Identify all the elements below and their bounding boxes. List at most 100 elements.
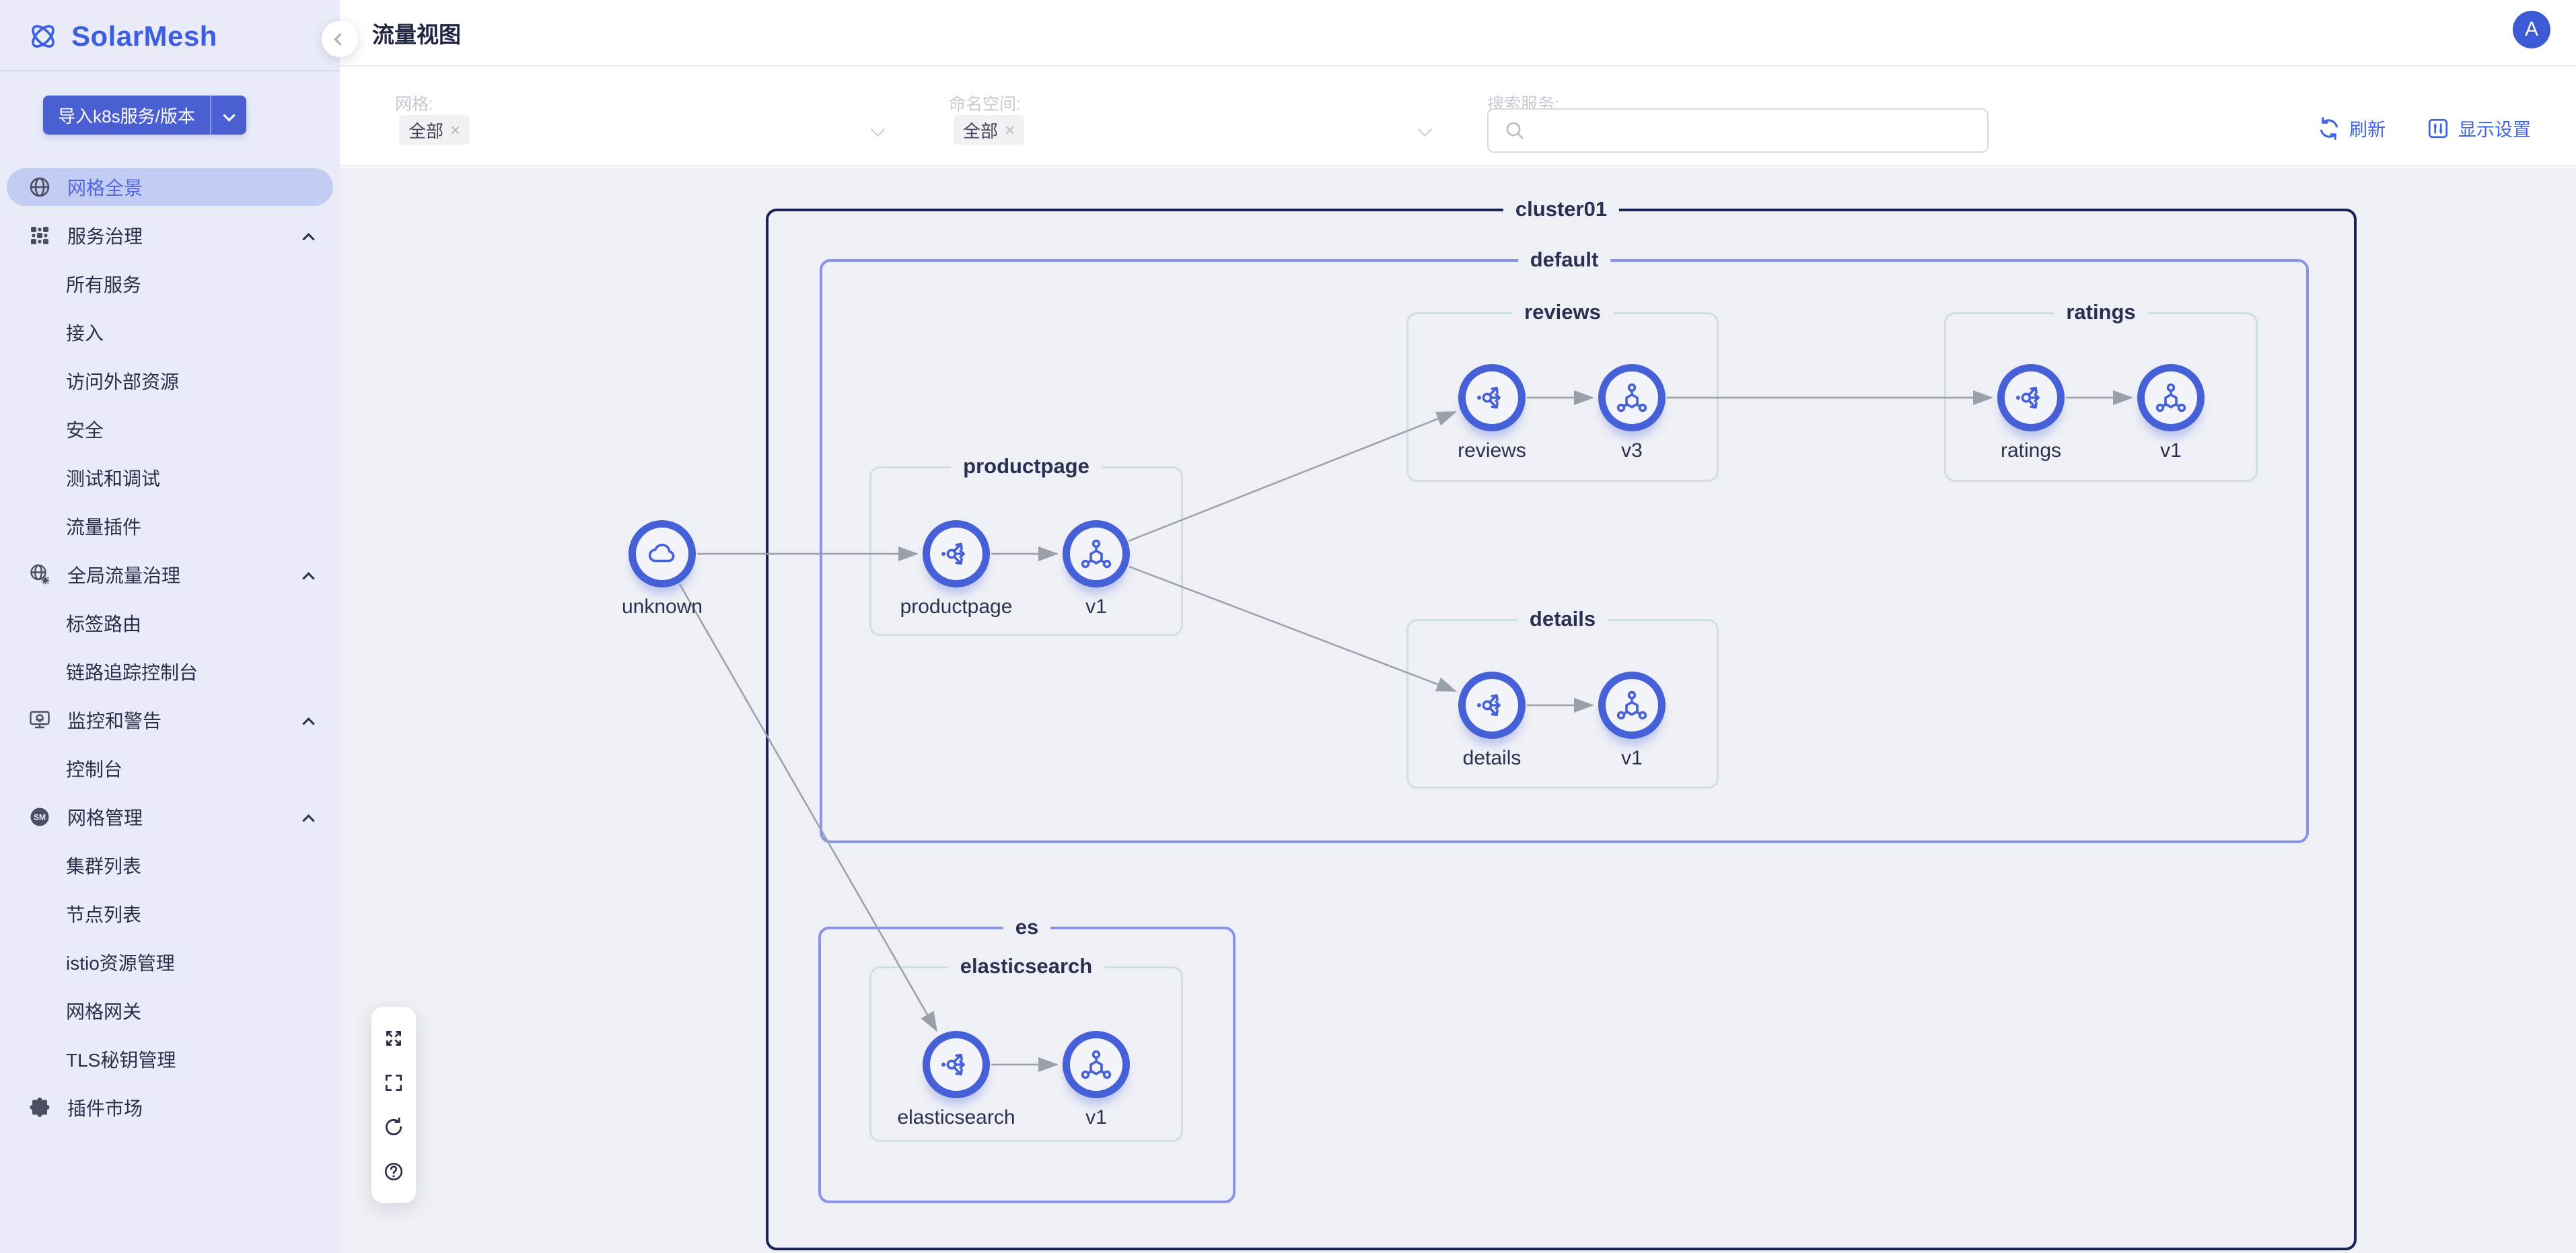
graph-node-productpage-v1[interactable]: v1 — [1063, 520, 1130, 618]
graph-node-elasticsearch[interactable]: elasticsearch — [897, 1031, 1015, 1129]
route-icon — [1477, 694, 1501, 717]
sidebar: SolarMesh 导入k8s服务/版本 网格全景 服务治理 所有服务 接入 访… — [0, 0, 340, 1253]
sidebar-item-plugin-market[interactable]: 插件市场 — [0, 1083, 340, 1132]
chevron-down-icon[interactable] — [211, 108, 246, 122]
workload-icon — [1081, 1050, 1112, 1079]
sidebar-item-external-resources[interactable]: 访问外部资源 — [66, 371, 180, 392]
fullscreen-icon — [385, 1074, 402, 1091]
graph-node-label: v1 — [2160, 439, 2182, 462]
graph-node-productpage[interactable]: productpage — [900, 520, 1012, 618]
close-icon[interactable]: × — [1005, 120, 1015, 140]
route-icon — [1477, 386, 1501, 409]
display-settings-button[interactable]: 显示设置 — [2426, 115, 2531, 141]
sidebar-item-monitoring-alerts[interactable]: 监控和警告 — [0, 696, 340, 744]
graph-box-productpage[interactable]: productpage — [869, 454, 1183, 636]
sidebar-item-global-traffic[interactable]: 全局流量治理 — [0, 550, 340, 599]
graph-box-ratings[interactable]: ratings — [1944, 300, 2258, 482]
topbar: 流量视图 A — [340, 0, 2576, 67]
route-icon — [941, 542, 965, 565]
graph-node-label: ratings — [2000, 439, 2062, 462]
graph-box-es[interactable]: es — [818, 915, 1236, 1203]
sidebar-item-istio-resources[interactable]: istio资源管理 — [66, 953, 175, 974]
graph-node-details[interactable]: details — [1458, 672, 1526, 769]
sidebar-menu: 网格全景 服务治理 所有服务 接入 访问外部资源 安全 测试和调试 流量插件 全… — [0, 163, 340, 1132]
filter-bar: 网格: 全部 × 命名空间: 全部 × 搜索服务: 刷新 显示设置 — [340, 68, 2576, 166]
logo: SolarMesh — [27, 20, 217, 52]
sidebar-item-mesh-overview[interactable]: 网格全景 — [7, 168, 333, 206]
workload-icon — [1616, 690, 1647, 720]
sidebar-item-tls-keys[interactable]: TLS秘钥管理 — [66, 1050, 176, 1071]
sidebar-item-service-governance[interactable]: 服务治理 — [0, 211, 340, 260]
sidebar-item-mesh-management[interactable]: SM 网格管理 — [0, 793, 340, 841]
graph-box-default[interactable]: default — [820, 248, 2309, 843]
graph-node-ratings-v1[interactable]: v1 — [2137, 364, 2205, 462]
chevron-up-icon — [302, 225, 315, 246]
graph-node-label: details — [1462, 747, 1522, 769]
globe-icon — [28, 176, 51, 199]
sidebar-item-security[interactable]: 安全 — [66, 420, 104, 441]
sidebar-item-console[interactable]: 控制台 — [66, 759, 123, 780]
graph-node-label: productpage — [900, 596, 1013, 618]
graph-node-reviews-v3[interactable]: v3 — [1598, 364, 1666, 462]
zoom-fit-button[interactable] — [380, 1025, 407, 1052]
sidebar-item-test-debug[interactable]: 测试和调试 — [66, 468, 161, 489]
refresh-icon — [385, 1117, 402, 1136]
graph-box-label: productpage — [951, 454, 1102, 479]
expand-arrows-icon — [386, 1031, 401, 1046]
sidebar-item-cluster-list[interactable]: 集群列表 — [66, 856, 142, 877]
monitor-alert-icon — [28, 709, 51, 731]
graph-box-label: ratings — [2054, 300, 2148, 325]
sm-badge-icon: SM — [28, 806, 51, 828]
graph-box-cluster01[interactable]: cluster01 — [766, 197, 2357, 1250]
mesh-filter-tag[interactable]: 全部 × — [399, 115, 470, 145]
graph-node-reviews[interactable]: reviews — [1458, 364, 1526, 462]
fullscreen-button[interactable] — [380, 1069, 407, 1096]
graph-node-label: unknown — [621, 596, 703, 618]
chevron-up-icon — [302, 564, 315, 585]
sidebar-item-all-services[interactable]: 所有服务 — [66, 275, 142, 295]
route-icon — [2016, 386, 2040, 409]
svg-text:SM: SM — [34, 813, 46, 822]
graph-box-label: es — [1003, 915, 1051, 940]
collapse-sidebar-button[interactable] — [322, 21, 358, 57]
avatar[interactable]: A — [2513, 11, 2550, 48]
chevron-up-icon — [302, 806, 315, 828]
sidebar-item-label-routing[interactable]: 标签路由 — [66, 614, 142, 635]
chevron-down-icon[interactable] — [1417, 122, 1433, 138]
chevron-down-icon[interactable] — [870, 122, 886, 138]
sidebar-item-traffic-plugin[interactable]: 流量插件 — [66, 517, 142, 538]
import-k8s-button[interactable]: 导入k8s服务/版本 — [43, 96, 246, 135]
graph-box-reviews[interactable]: reviews — [1406, 300, 1719, 482]
sidebar-item-label: 网格全景 — [67, 178, 143, 199]
cloud-icon — [648, 543, 675, 563]
namespace-filter-tag[interactable]: 全部 × — [954, 115, 1025, 145]
graph-node-details-v1[interactable]: v1 — [1598, 672, 1666, 769]
close-icon[interactable]: × — [450, 120, 461, 140]
graph-node-elasticsearch-v1[interactable]: v1 — [1063, 1031, 1130, 1129]
graph-box-details[interactable]: details — [1406, 607, 1719, 789]
display-settings-label: 显示设置 — [2458, 120, 2531, 140]
graph-node-unknown[interactable]: unknown — [622, 520, 703, 618]
graph-box-elasticsearch[interactable]: elasticsearch — [869, 954, 1183, 1142]
sidebar-item-tracing-console[interactable]: 链路追踪控制台 — [66, 662, 199, 683]
button-separator — [210, 96, 211, 135]
sidebar-item-node-list[interactable]: 节点列表 — [66, 904, 142, 925]
reload-button[interactable] — [380, 1114, 407, 1141]
import-k8s-button-label: 导入k8s服务/版本 — [58, 106, 195, 127]
search-service-box — [1487, 108, 1989, 153]
refresh-button[interactable]: 刷新 — [2317, 115, 2386, 141]
sidebar-item-label: 服务治理 — [67, 226, 143, 247]
refresh-button-label: 刷新 — [2349, 120, 2386, 140]
graph-node-label: v1 — [1621, 747, 1643, 769]
sidebar-item-mesh-gateway[interactable]: 网格网关 — [66, 1001, 142, 1022]
chevron-left-icon — [333, 32, 347, 46]
graph-node-label: v1 — [1085, 596, 1107, 618]
namespace-filter-label: 命名空间: — [949, 95, 1021, 114]
graph-box-label: elasticsearch — [947, 954, 1105, 979]
graph-node-label: v3 — [1621, 439, 1643, 462]
search-service-input[interactable] — [1526, 110, 1987, 151]
graph-node-ratings[interactable]: ratings — [1997, 364, 2065, 462]
sidebar-item-access[interactable]: 接入 — [66, 323, 104, 344]
help-button[interactable] — [380, 1158, 407, 1185]
